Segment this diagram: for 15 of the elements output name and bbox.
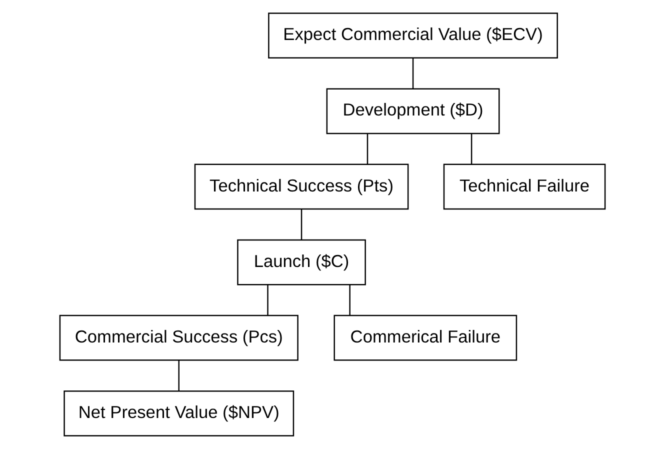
node-box: Launch ($C) <box>237 239 366 286</box>
connector <box>349 284 350 316</box>
node-box: Technical Success (Pts) <box>194 164 409 210</box>
node-box: Commerical Failure <box>334 314 518 361</box>
node-box: Development ($D) <box>326 88 500 134</box>
node-box: Technical Failure <box>443 164 606 210</box>
connector <box>412 58 414 88</box>
connector <box>300 209 302 240</box>
connector <box>267 284 268 316</box>
connector <box>366 134 368 164</box>
node-box: Net Present Value ($NPV) <box>64 390 294 436</box>
node-box: Expect Commercial Value ($ECV) <box>268 12 558 58</box>
node-box: Commercial Success (Pcs) <box>59 314 298 361</box>
connector <box>470 134 472 164</box>
connector <box>178 360 180 391</box>
